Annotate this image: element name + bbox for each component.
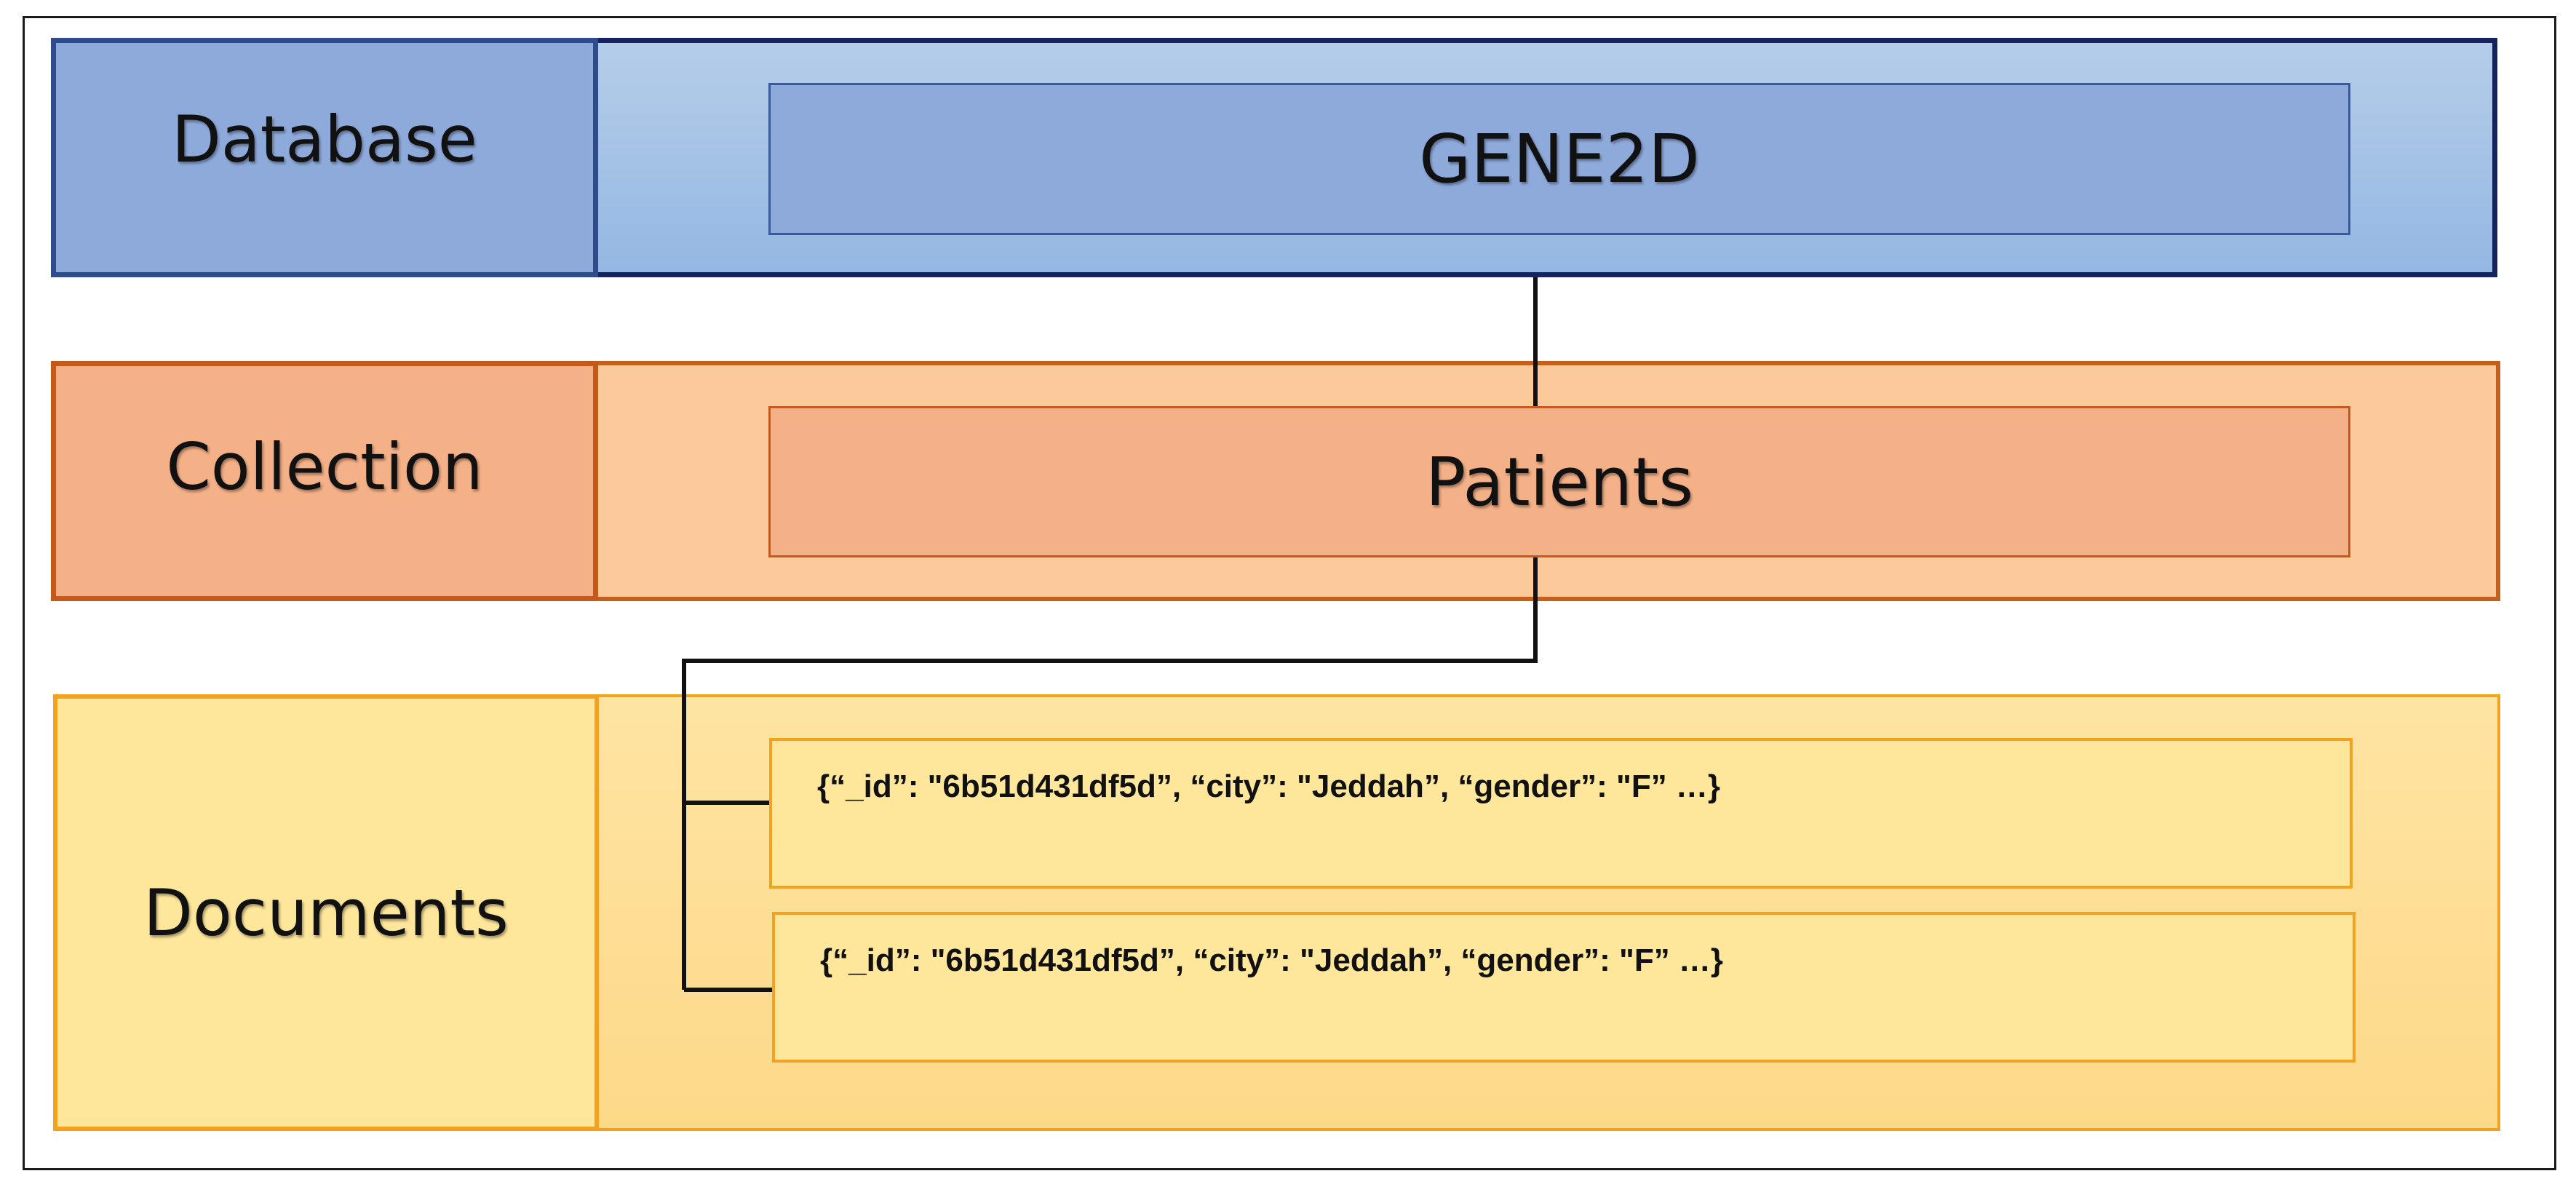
database-name-box: GENE2D (768, 83, 2350, 235)
documents-label: Documents (53, 694, 599, 1131)
diagram-frame (23, 16, 2556, 1170)
database-label: Database (51, 38, 598, 277)
document-row: {“_id”: "6b51d431df5d”, “city”: "Jeddah”… (772, 912, 2356, 1063)
document-row: {“_id”: "6b51d431df5d”, “city”: "Jeddah”… (769, 738, 2353, 889)
collection-name-box: Patients (768, 406, 2350, 557)
collection-label: Collection (51, 361, 598, 601)
